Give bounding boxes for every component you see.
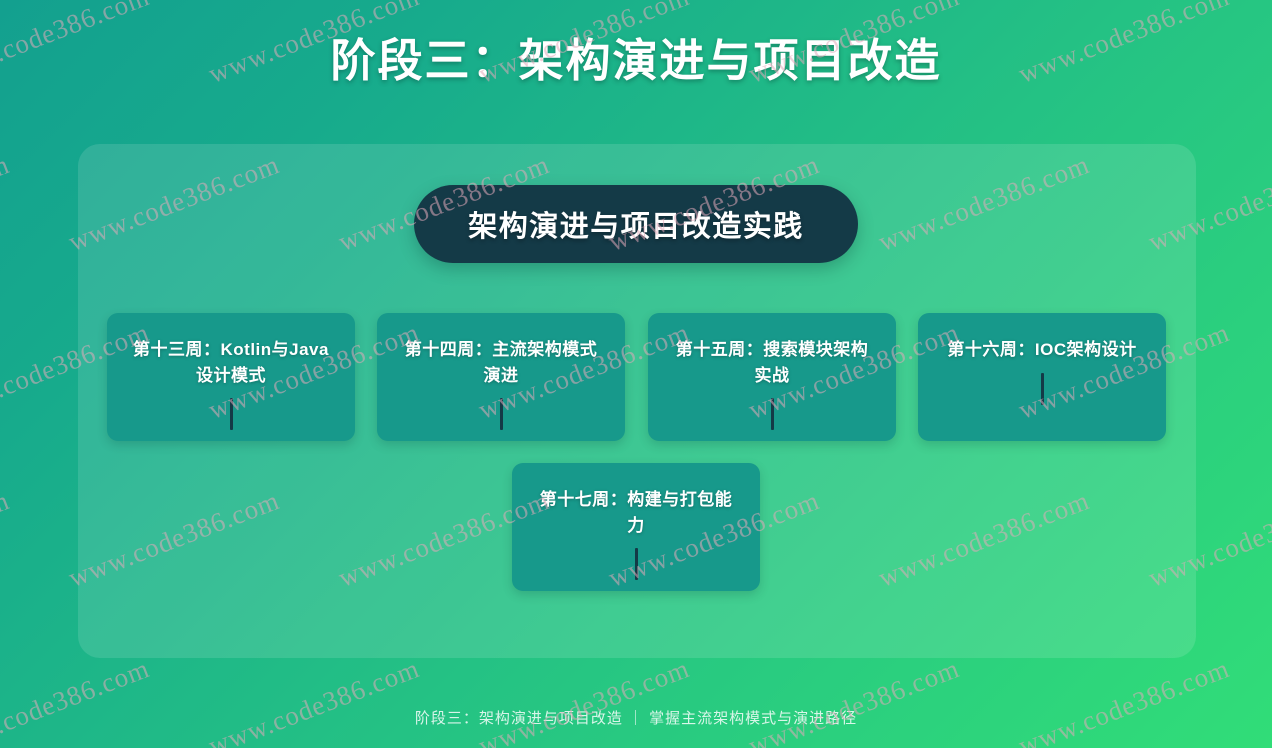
diagram-node-card[interactable]: 第十六周：IOC架构设计 [918,313,1166,441]
page-title: 阶段三：架构演进与项目改造 [330,35,942,86]
connector-tick-icon [1040,372,1044,405]
diagram-node-label: 第十五周：搜索模块架构实战 [675,340,869,385]
diagram-node-card[interactable]: 第十四周：主流架构模式演进 [377,313,625,441]
connector-tick-icon [634,548,638,580]
slide-footer: 阶段三：架构演进与项目改造 ｜ 掌握主流架构模式与演进路径 [414,710,858,727]
diagram-node-label: 第十四周：主流架构模式演进 [404,340,598,385]
diagram-node-label: 第十七周：构建与打包能力 [539,490,733,535]
watermark-text: www.code386.com [0,485,14,594]
diagram-node-label: 第十三周：Kotlin与Java设计模式 [133,340,329,385]
diagram-node-card[interactable]: 第十五周：搜索模块架构实战 [648,313,896,441]
diagram-node-label: 第十六周：IOC架构设计 [947,340,1137,359]
diagram-node-card[interactable]: 第十三周：Kotlin与Java设计模式 [107,313,355,441]
diagram-root-node[interactable]: 架构演进与项目改造实践 [414,185,858,263]
connector-tick-icon [229,398,233,430]
watermark-text: www.code386.com [744,653,964,748]
connector-tick-icon [770,398,774,430]
watermark-text: www.code386.com [1014,653,1234,748]
watermark-text: www.code386.com [474,653,694,748]
watermark-text: www.code386.com [0,653,154,748]
connector-tick-icon [499,398,503,430]
watermark-text: www.code386.com [0,149,14,258]
watermark-text: www.code386.com [204,653,424,748]
diagram-node-card[interactable]: 第十七周：构建与打包能力 [512,463,760,591]
diagram-root-label: 架构演进与项目改造实践 [468,211,804,243]
